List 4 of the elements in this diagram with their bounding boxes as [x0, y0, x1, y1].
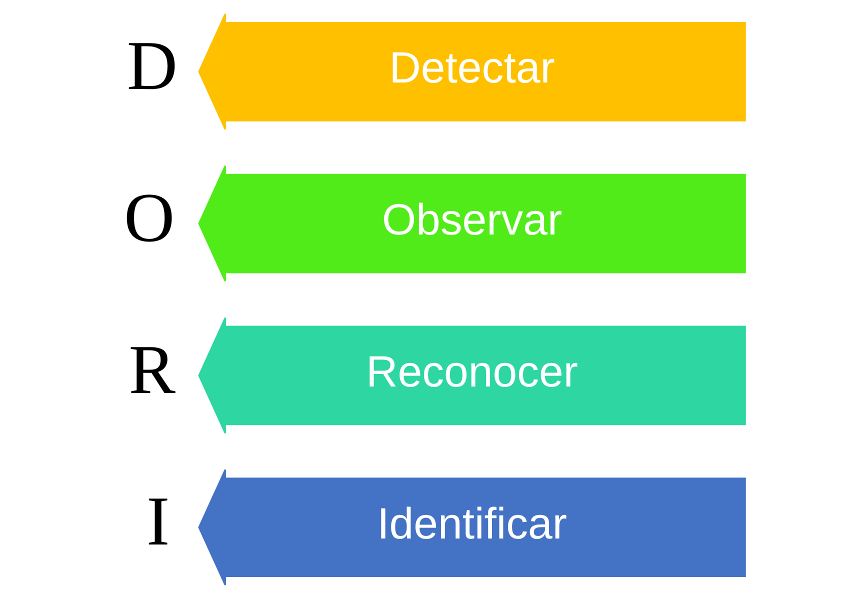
node-label: D: [126, 28, 178, 106]
node-label: I: [146, 484, 170, 561]
node-label: R: [128, 332, 176, 409]
node-label: O: [123, 180, 174, 257]
